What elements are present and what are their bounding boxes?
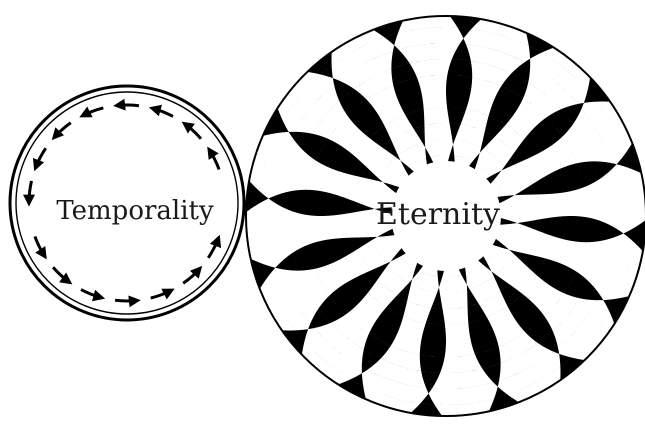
cycle-arrow-6 bbox=[36, 148, 46, 168]
cycle-arrow-10 bbox=[81, 290, 102, 298]
cycle-arrow-9 bbox=[53, 267, 69, 282]
eternity-label: Eternity bbox=[376, 197, 500, 232]
cycle-arrow-11 bbox=[115, 300, 137, 301]
cycle-arrow-12 bbox=[151, 290, 172, 298]
cycle-arrow-8 bbox=[35, 237, 45, 257]
cycle-arrow-5 bbox=[54, 123, 71, 138]
cycle-arrow-14 bbox=[208, 238, 218, 258]
cycle-arrow-3 bbox=[117, 105, 139, 106]
cycle-arrow-7 bbox=[29, 181, 32, 203]
temporality-label: Temporality bbox=[56, 196, 214, 226]
cycle-arrow-1 bbox=[185, 124, 201, 139]
cycle-arrow-2 bbox=[152, 108, 173, 116]
cycle-arrow-4 bbox=[83, 108, 104, 116]
cycle-arrow-0 bbox=[209, 150, 219, 170]
cycle-arrow-13 bbox=[183, 269, 200, 284]
